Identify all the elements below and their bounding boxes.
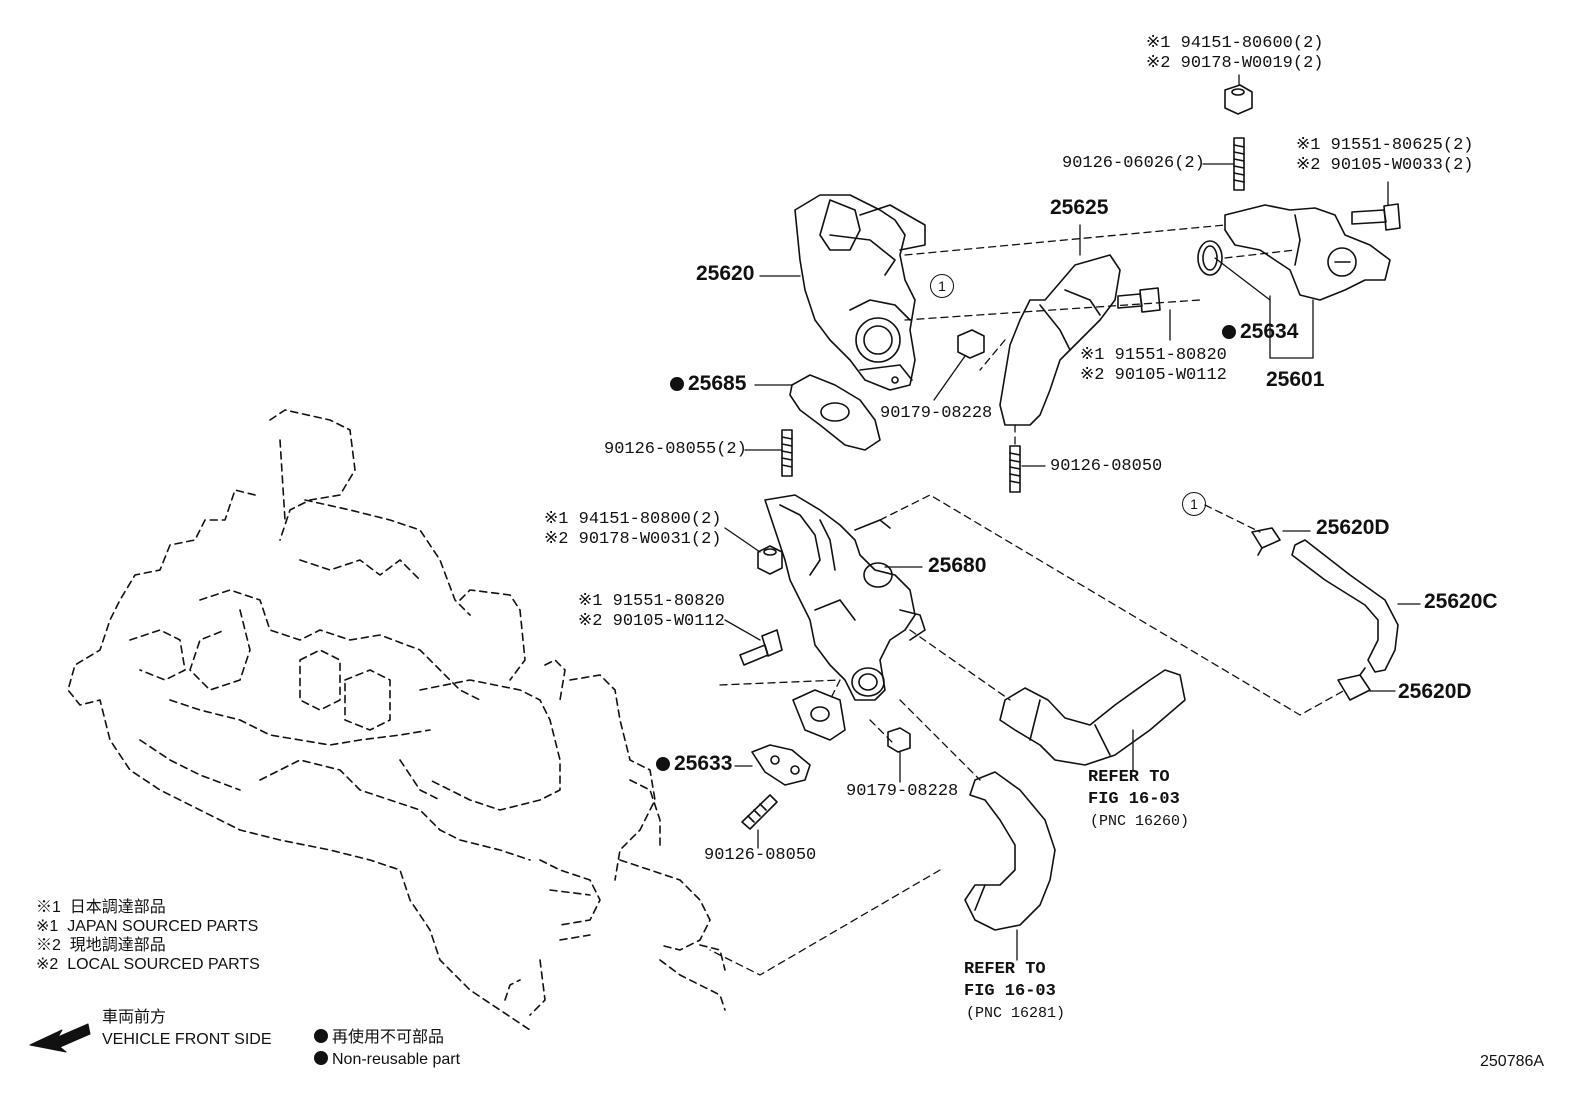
clamp-25620D-bottom xyxy=(1337,667,1371,701)
refer-fig-2: FIG 16-03 xyxy=(964,982,1056,1001)
label-stud-top: 90126-06026(2) xyxy=(1062,154,1205,173)
egr-valve-25601 xyxy=(1224,204,1391,301)
hose-pnc-16281 xyxy=(964,771,1056,931)
gasket-25634 xyxy=(1197,240,1223,276)
nonreusable-dot-icon xyxy=(656,757,670,771)
gasket-25685 xyxy=(789,374,881,451)
label-25633-text: 25633 xyxy=(674,752,733,775)
nonreusable-dot-icon xyxy=(1222,325,1236,339)
nonreusable-dot-icon xyxy=(314,1051,328,1065)
gasket-cooler-out xyxy=(792,689,846,741)
stud-low xyxy=(741,794,778,830)
nut-left xyxy=(757,545,783,575)
label-stud-mid: 90126-08050 xyxy=(1050,457,1163,476)
legend-nonreuse-jp: 再使用不可部品 xyxy=(314,1028,444,1048)
legend-nonreuse-en: Non-reusable part xyxy=(314,1050,460,1070)
insulator-25625 xyxy=(999,254,1121,426)
label-25634: 25634 xyxy=(1222,320,1299,343)
clamp-25620D-top xyxy=(1251,527,1281,556)
label-bolt-mid-2: ※2 90105-W0112 xyxy=(1080,366,1227,385)
label-25685-text: 25685 xyxy=(688,372,747,395)
nonreusable-dot-icon xyxy=(670,377,684,391)
label-25620D-top: 25620D xyxy=(1316,516,1390,539)
nonreusable-dot-icon xyxy=(314,1029,328,1043)
label-25633: 25633 xyxy=(656,752,733,775)
bolt-mid xyxy=(1117,287,1161,313)
refer-fig-1: FIG 16-03 xyxy=(1088,790,1180,809)
label-25620: 25620 xyxy=(696,262,755,285)
legend-local-jp: ※2 現地調達部品 xyxy=(36,937,166,954)
legend-nonreuse-en-text: Non-reusable part xyxy=(332,1051,461,1068)
stud-top xyxy=(1233,137,1245,191)
hose-25620C xyxy=(1291,539,1399,673)
nut-low xyxy=(887,727,911,753)
figure-id: 250786A xyxy=(1480,1053,1545,1070)
refer-pnc-1: (PNC 16260) xyxy=(1090,813,1190,830)
label-top-nut-2: ※2 90178-W0019(2) xyxy=(1146,54,1324,73)
front-arrow xyxy=(29,1023,91,1053)
label-bolt-mid-1: ※1 91551-80820 xyxy=(1080,346,1227,365)
label-25625: 25625 xyxy=(1050,196,1109,219)
label-stud-left: 90126-08055(2) xyxy=(604,440,747,459)
legend-front-jp: 車両前方 xyxy=(102,1009,167,1026)
routing-lines xyxy=(709,224,1346,976)
stud-mid xyxy=(1009,445,1021,493)
engine-block xyxy=(67,409,726,1031)
label-nut-left-2: ※2 90178-W0031(2) xyxy=(544,530,722,549)
label-bolt-right-2: ※2 90105-W0033(2) xyxy=(1296,156,1474,175)
label-25601: 25601 xyxy=(1266,368,1325,391)
label-bolt-left-2: ※2 90105-W0112 xyxy=(578,612,725,631)
label-bolt-left-1: ※1 91551-80820 xyxy=(578,592,725,611)
stud-left xyxy=(781,429,793,477)
label-25620C: 25620C xyxy=(1424,590,1498,613)
callout-1-upper: 1 xyxy=(930,274,954,298)
label-25680: 25680 xyxy=(928,554,987,577)
refer-to-1: REFER TO xyxy=(1088,768,1170,787)
callout-1-right: 1 xyxy=(1182,492,1206,516)
egr-cooler-25680 xyxy=(764,494,926,701)
label-25634-text: 25634 xyxy=(1240,320,1299,343)
legend-japan-en: ※1 JAPAN SOURCED PARTS xyxy=(36,918,259,935)
egr-valve-25620 xyxy=(794,194,926,391)
label-stud-low: 90126-08050 xyxy=(704,846,817,865)
top-nut xyxy=(1224,84,1253,115)
legend-nonreuse-jp-text: 再使用不可部品 xyxy=(332,1029,445,1046)
label-25685: 25685 xyxy=(670,372,747,395)
label-25620D-bottom: 25620D xyxy=(1398,680,1472,703)
legend-front-en: VEHICLE FRONT SIDE xyxy=(102,1031,272,1048)
label-bolt-right-1: ※1 91551-80625(2) xyxy=(1296,136,1474,155)
label-nut-left-1: ※1 94151-80800(2) xyxy=(544,510,722,529)
label-nut-low: 90179-08228 xyxy=(846,782,959,801)
hose-pnc-16260 xyxy=(999,669,1186,766)
label-top-nut-1: ※1 94151-80600(2) xyxy=(1146,34,1324,53)
legend-japan-jp: ※1 日本調達部品 xyxy=(36,899,166,916)
label-nut-mid: 90179-08228 xyxy=(880,404,993,423)
gasket-25633 xyxy=(751,744,811,786)
nut-mid xyxy=(957,329,985,359)
refer-pnc-2: (PNC 16281) xyxy=(966,1005,1066,1022)
refer-to-2: REFER TO xyxy=(964,960,1046,979)
leader-lines xyxy=(724,74,1421,961)
bolt-left xyxy=(739,629,783,666)
legend-local-en: ※2 LOCAL SOURCED PARTS xyxy=(36,956,260,973)
bolt-right xyxy=(1351,203,1401,231)
